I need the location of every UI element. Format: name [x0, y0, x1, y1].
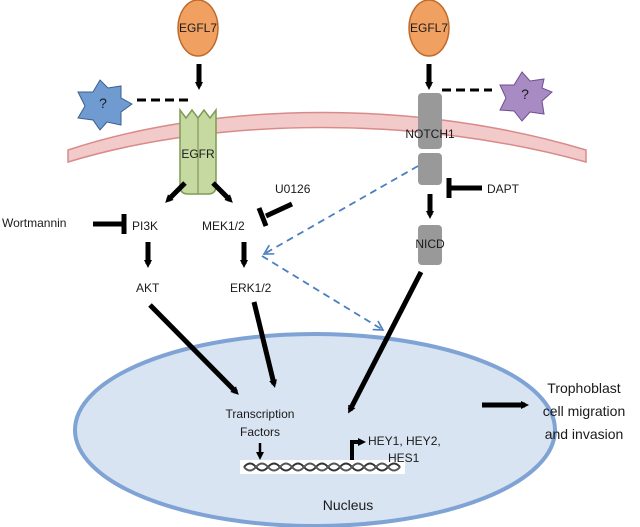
u0126-label: U0126: [275, 182, 311, 196]
egfl7-label-left: EGFL7: [179, 21, 217, 35]
erk-label: ERK1/2: [230, 281, 272, 295]
egfl7-ligand-right: EGFL7: [408, 0, 450, 57]
egfr-label: EGFR: [181, 147, 215, 161]
nucleus: [73, 332, 557, 527]
genes-label-line1: HEY1, HEY2,: [368, 434, 441, 448]
arrow-nicd-to-genes: [347, 270, 424, 414]
nicd-block: [418, 225, 442, 265]
nicd-label: NICD: [415, 237, 445, 251]
outcome-line2: cell migration: [543, 403, 625, 419]
egfl7-ligand-left: EGFL7: [177, 0, 219, 57]
tf-label-line2: Factors: [240, 425, 280, 439]
genes-label-line2: HES1: [388, 451, 420, 465]
egfr-receptor: EGFR: [179, 107, 217, 195]
unknown-partner-left: ?: [77, 79, 133, 131]
unknown-partner-right: ?: [499, 71, 553, 122]
egfl7-label-right: EGFL7: [410, 21, 448, 35]
wortmannin-label: Wortmannin: [2, 216, 66, 230]
dapt-label: DAPT: [487, 182, 520, 196]
notch1-receptor: NOTCH1: [405, 93, 455, 185]
crosstalk-mek-to-nucleus: [261, 255, 385, 331]
mek-label: MEK1/2: [202, 219, 245, 233]
akt-label: AKT: [136, 281, 160, 295]
inhibit-u0126-line: [264, 201, 294, 219]
unknown-label-right: ?: [521, 86, 529, 102]
nucleus-label: Nucleus: [323, 497, 374, 513]
inhibit-u0126-bar: [256, 207, 269, 227]
dna-strand: [240, 460, 405, 474]
outcome-line1: Trophoblast: [547, 380, 621, 396]
outcome-line3: and invasion: [545, 426, 624, 442]
cell-membrane: [67, 111, 587, 164]
transcription-start-arrow: [350, 438, 366, 462]
pi3k-label: PI3K: [132, 219, 158, 233]
notch1-label: NOTCH1: [405, 127, 455, 141]
arrow-egfr-to-pi3k: [165, 181, 187, 203]
arrow-erk-to-tf: [251, 301, 277, 388]
unknown-label-left: ?: [99, 95, 107, 111]
crosstalk-notch-to-mek: [262, 165, 419, 255]
tf-label-line1: Transcription: [226, 407, 295, 421]
arrow-akt-to-tf: [148, 303, 239, 395]
arrow-egfr-to-mek: [211, 181, 233, 203]
